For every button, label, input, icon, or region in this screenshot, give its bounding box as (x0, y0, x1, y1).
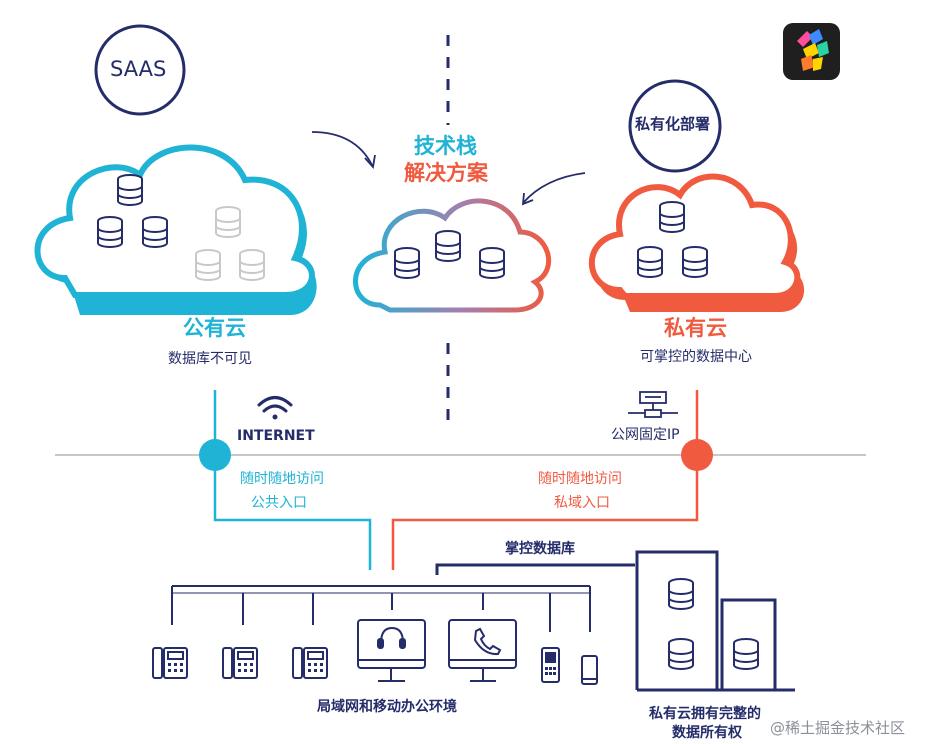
lan-bus (171, 585, 591, 632)
control-db-line (435, 563, 635, 575)
public-ip-label: 公网固定IP (611, 427, 680, 443)
headset-monitor-icon (357, 619, 426, 682)
private-access-line1: 随时随地访问 (538, 471, 622, 487)
internet-label: INTERNET (237, 428, 315, 444)
desk-phone-icon (292, 647, 328, 679)
desk-phone-icon (152, 647, 188, 679)
tech-stack-cloud (353, 198, 552, 313)
saas-badge (94, 24, 186, 116)
saas-badge-label: SAAS (110, 57, 167, 81)
phone-monitor-icon (448, 619, 517, 682)
private-servers (635, 550, 795, 692)
watermark: @稀土掘金技术社区 (770, 719, 906, 737)
ownership-line1: 私有云拥有完整的 (649, 706, 761, 722)
public-node (199, 439, 231, 471)
private-cloud-title: 私有云 (664, 316, 727, 340)
public-cloud-subtitle: 数据库不可见 (168, 351, 252, 367)
arrow-left (311, 131, 373, 166)
app-logo-icon (783, 23, 840, 80)
private-deploy-badge-label: 私有化部署 (635, 115, 711, 133)
tech-stack-subtitle: 解决方案 (404, 161, 488, 185)
control-db-label: 掌控数据库 (505, 541, 575, 557)
ownership-line2: 数据所有权 (672, 725, 742, 741)
mobile-phone-icon (581, 655, 598, 685)
public-access-line1: 随时随地访问 (240, 471, 324, 487)
lan-environment-label: 局域网和移动办公环境 (317, 699, 457, 715)
private-cloud-subtitle: 可掌控的数据中心 (640, 349, 752, 365)
mobile-phone-icon (541, 647, 560, 683)
network-node-icon (628, 391, 678, 418)
desk-phone-icon (222, 647, 258, 679)
public-cloud (34, 144, 317, 315)
tech-stack-title: 技术栈 (414, 134, 477, 158)
private-access-line2: 私域入口 (554, 495, 610, 511)
database-icon (668, 578, 759, 670)
wifi-icon (257, 396, 293, 420)
private-deploy-badge (628, 79, 722, 173)
arrow-right (522, 172, 586, 204)
public-access-line2: 公共入口 (251, 495, 307, 511)
public-cloud-title: 公有云 (183, 316, 246, 340)
private-node (681, 439, 713, 471)
private-cloud (588, 173, 805, 312)
